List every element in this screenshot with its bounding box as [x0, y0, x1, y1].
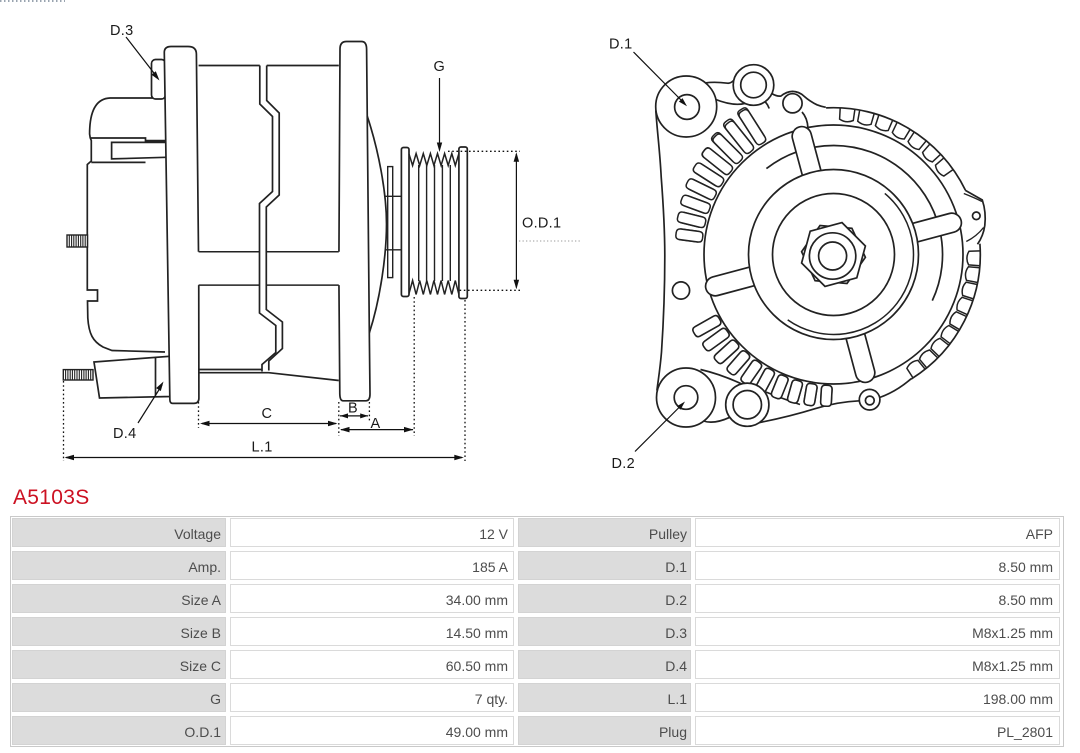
svg-text:A: A	[371, 416, 381, 432]
svg-text:G: G	[434, 59, 446, 75]
svg-text:C: C	[262, 406, 273, 422]
svg-text:D.2: D.2	[612, 456, 635, 472]
svg-text:O.D.1: O.D.1	[522, 216, 561, 232]
svg-text:L.1: L.1	[252, 440, 273, 456]
svg-text:D.3: D.3	[110, 23, 133, 39]
svg-text:B: B	[348, 401, 358, 417]
svg-text:D.1: D.1	[609, 37, 632, 53]
svg-text:D.4: D.4	[113, 426, 136, 442]
